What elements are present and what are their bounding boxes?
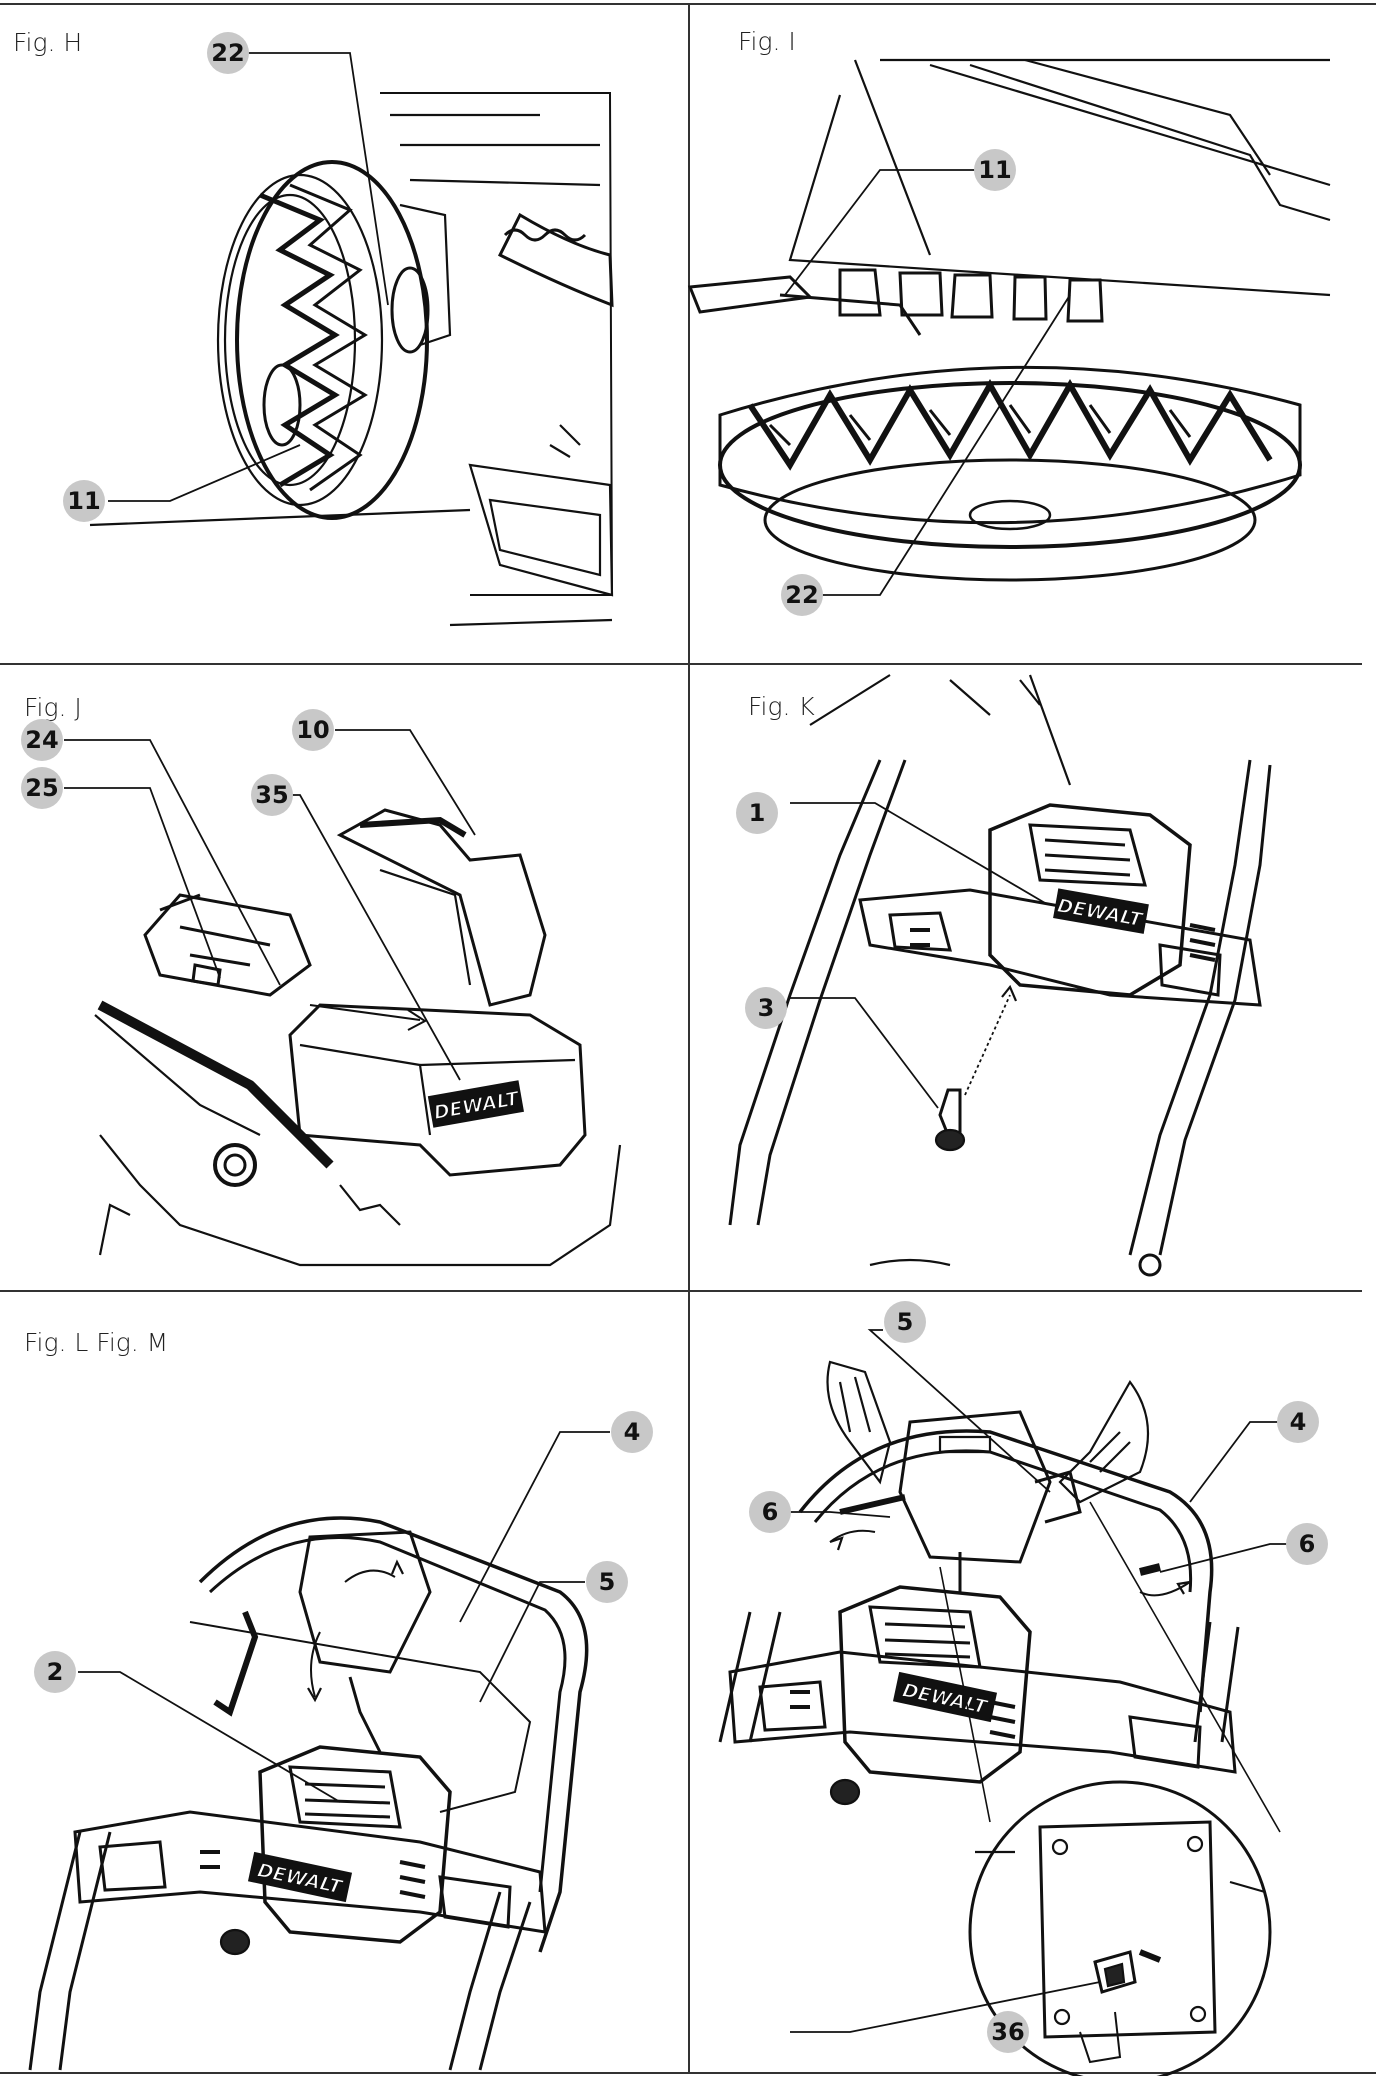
callout-25: 25 [21,767,63,809]
callout-number: 4 [1290,1408,1307,1436]
figure-label: Fig. K [748,692,815,721]
callout-number: 10 [296,716,329,744]
callout-3: 3 [745,987,787,1029]
callout-number: 25 [25,774,58,802]
callout-35: 35 [251,774,293,816]
column-divider [688,3,690,2073]
figure-l: DEWALT 4 5 2 [0,1292,688,2071]
callout-4: 4 [611,1411,653,1453]
callout-number: 24 [25,726,58,754]
callout-number: 6 [1299,1530,1316,1558]
handle-fold-illustration: DEWALT 4 5 2 [28,1411,653,2071]
callout-number: 2 [47,1658,64,1686]
figure-label-l-m: Fig. L Fig. M [24,1328,169,1357]
figure-j: Fig. J DEWALT [0,665,688,1290]
callout-number: 36 [991,2018,1024,2046]
callout-36: 36 [987,2011,1029,2053]
callout-number: 3 [758,994,775,1022]
bottom-rule [0,2072,1376,2074]
figure-h: Fig. H [0,5,688,663]
row-divider-2 [0,1290,1362,1292]
figure-m: DEWALT 5 [690,1292,1362,2076]
wheel-height-adjust-illustration: 11 22 [687,58,1331,616]
row-divider-1 [0,663,1362,665]
callout-number: 22 [211,39,244,67]
callout-5: 5 [586,1561,628,1603]
callout-number: 11 [67,487,100,515]
figure-label: Fig. I [738,27,796,56]
figure-label: Fig. J [24,693,82,722]
battery-insertion-illustration: DEWALT 24 25 10 [21,709,622,1267]
callout-10: 10 [292,709,334,751]
callout-5: 5 [884,1301,926,1343]
callout-number: 5 [897,1308,914,1336]
callout-number: 1 [749,799,766,827]
callout-number: 4 [624,1418,641,1446]
callout-22: 22 [207,32,249,74]
callout-2: 2 [34,1651,76,1693]
callout-number: 6 [762,1498,779,1526]
figure-i: Fig. I 11 [687,5,1362,663]
callout-4: 4 [1277,1401,1319,1443]
callout-11: 11 [974,149,1016,191]
callout-11: 11 [63,480,105,522]
figure-k: Fig. K DEWALT [690,665,1362,1290]
callout-24: 24 [21,719,63,761]
handle-release-illustration: DEWALT 5 [718,1301,1328,2076]
callout-6-left: 6 [749,1491,791,1533]
callout-number: 35 [255,781,288,809]
callout-1: 1 [736,792,778,834]
callout-number: 5 [599,1568,616,1596]
figure-label: Fig. H [13,28,83,57]
callout-number: 22 [785,581,818,609]
callout-22: 22 [781,574,823,616]
callout-6-right: 6 [1286,1523,1328,1565]
callout-number: 11 [978,156,1011,184]
handle-knob-illustration: DEWALT 1 3 [728,674,1272,1277]
wheel-side-illustration: 22 11 [63,32,614,627]
